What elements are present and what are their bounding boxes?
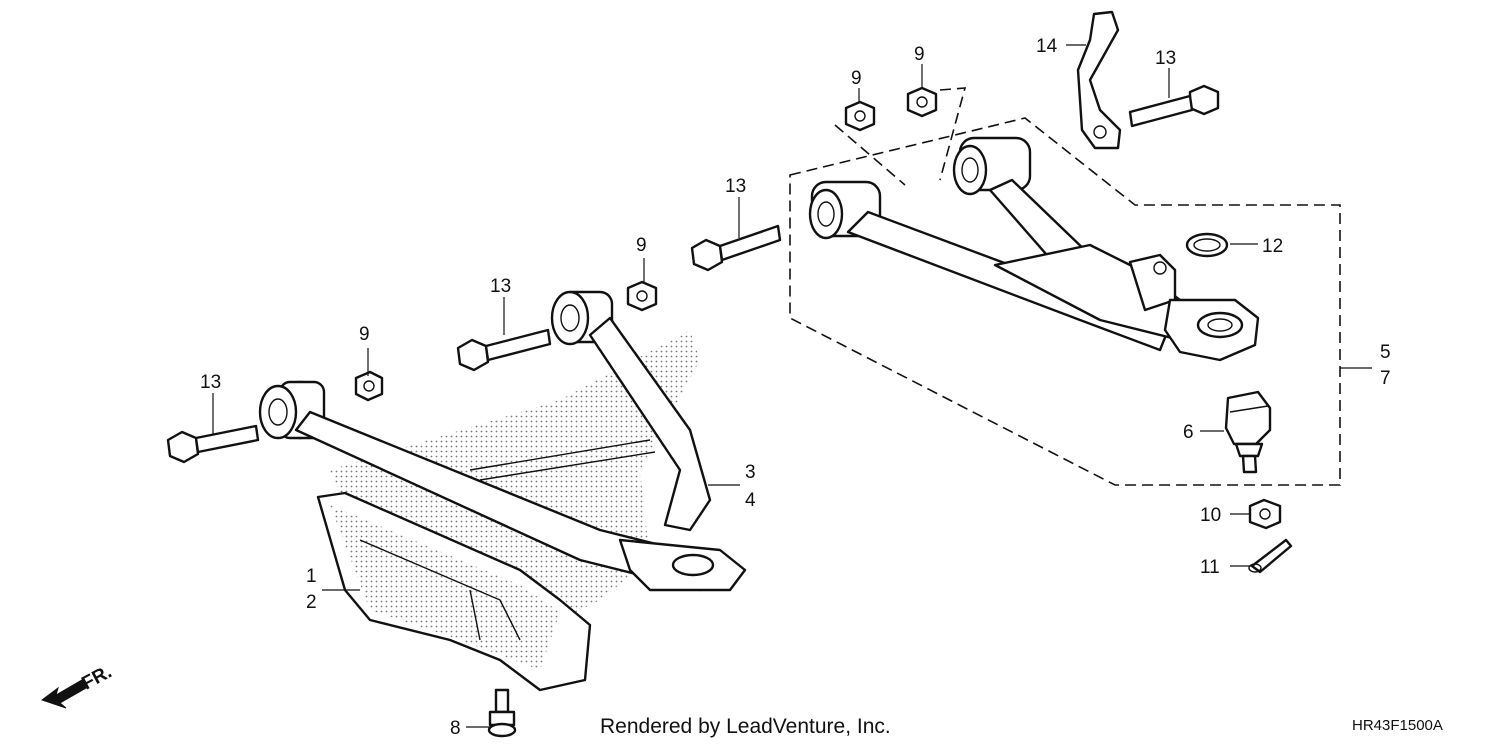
callout-11: 11	[1200, 557, 1220, 578]
nut-9-upper-front[interactable]	[906, 86, 938, 118]
nut-9-lower-front[interactable]	[626, 280, 658, 312]
upper-arm[interactable]	[808, 136, 1260, 362]
bracket-14[interactable]	[1076, 10, 1122, 150]
callout-2: 2	[306, 592, 317, 613]
diagram-code: HR43F1500A	[1352, 717, 1443, 734]
bolt-13-lower-rear[interactable]	[166, 424, 260, 464]
callout-9-upper-front: 9	[914, 44, 925, 65]
callout-12: 12	[1262, 236, 1283, 257]
lower-arm[interactable]	[258, 290, 747, 592]
callout-3: 3	[745, 462, 756, 483]
render-credit: Rendered by LeadVenture, Inc.	[600, 715, 891, 738]
callout-10: 10	[1200, 505, 1221, 526]
callout-13-upper-rear: 13	[725, 176, 746, 197]
callout-13-lower-front: 13	[490, 276, 511, 297]
leader-lines	[212, 44, 1372, 728]
cotter-pin-11[interactable]	[1248, 538, 1293, 574]
front-direction-arrow-icon: FR.	[40, 662, 115, 709]
nut-9-upper-rear[interactable]	[844, 100, 876, 132]
callout-9-lower-front: 9	[636, 235, 647, 256]
callout-7: 7	[1380, 368, 1391, 389]
bolt-13-lower-front[interactable]	[456, 328, 552, 372]
callout-6: 6	[1183, 422, 1194, 443]
callout-8: 8	[450, 718, 461, 739]
upper-arm-group-outline	[789, 117, 1341, 486]
callout-13-upper-front: 13	[1155, 48, 1176, 69]
nut-9-lower-rear[interactable]	[354, 370, 384, 402]
callout-5: 5	[1380, 342, 1391, 363]
callout-9-upper-rear: 9	[851, 68, 862, 89]
callout-13-lower-rear: 13	[200, 372, 221, 393]
callout-4: 4	[745, 490, 756, 511]
skid-plate[interactable]	[316, 491, 592, 692]
ball-joint-6[interactable]	[1224, 390, 1272, 474]
bolt-13-upper-rear[interactable]	[690, 224, 782, 272]
nut-10[interactable]	[1248, 498, 1282, 530]
bolt-8[interactable]	[487, 688, 517, 738]
callout-1: 1	[306, 566, 317, 587]
callout-9-lower-rear: 9	[359, 324, 370, 345]
circlip-12[interactable]	[1185, 232, 1229, 258]
callout-14: 14	[1036, 36, 1058, 57]
bolt-13-upper-front[interactable]	[1128, 84, 1220, 128]
